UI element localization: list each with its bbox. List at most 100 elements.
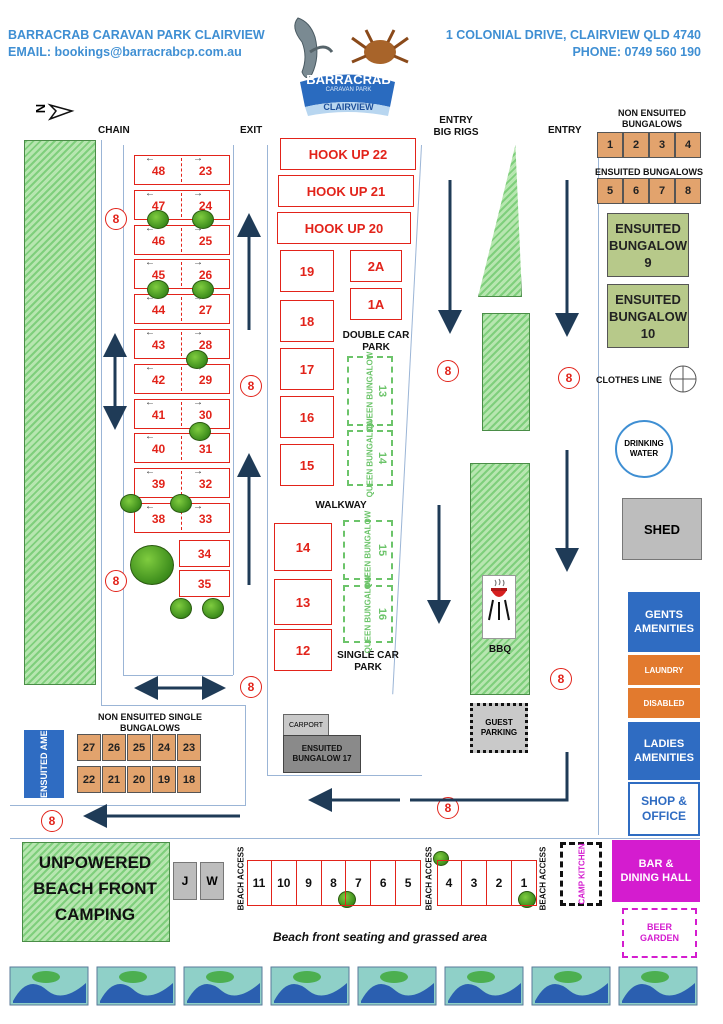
beer-garden[interactable]: BEER GARDEN	[622, 908, 697, 958]
beach-site-11[interactable]: 11	[247, 861, 272, 905]
site-38[interactable]: 38	[151, 512, 166, 526]
beach-site-5[interactable]: 5	[396, 861, 421, 905]
site-26[interactable]: 26	[198, 268, 213, 282]
single-bungalow-18[interactable]: 18	[177, 766, 201, 793]
hookup-22[interactable]: HOOK UP 22	[280, 138, 416, 170]
email-contact[interactable]: EMAIL: bookings@barracrabcp.com.au	[8, 45, 242, 59]
site-31[interactable]: 31	[198, 442, 213, 456]
bungalow-5[interactable]: 5	[597, 178, 623, 204]
laundry[interactable]: LAUNDRY	[628, 655, 700, 685]
carport: CARPORT	[283, 714, 329, 736]
single-bungalow-23[interactable]: 23	[177, 734, 201, 761]
camp-kitchen[interactable]: CAMP KITCHEN	[560, 842, 602, 906]
bungalow-8[interactable]: 8	[675, 178, 701, 204]
site-41[interactable]: 41	[151, 408, 166, 422]
site-43[interactable]: 43	[151, 338, 166, 352]
site-48[interactable]: 48	[151, 164, 166, 178]
site-30[interactable]: 30	[198, 408, 213, 422]
site-pair-row: 46←25→	[134, 223, 230, 255]
disabled-amenities[interactable]: DISABLED	[628, 688, 700, 718]
clothes-line-label: CLOTHES LINE	[596, 375, 663, 385]
walkway-label: WALKWAY	[315, 500, 367, 511]
site-24[interactable]: 24	[198, 199, 213, 213]
queen-label: QUEEN BUNGALOW	[365, 418, 375, 498]
tree	[170, 598, 192, 619]
site-14[interactable]: 14	[274, 523, 332, 571]
site-15[interactable]: 15	[280, 444, 334, 486]
beach-site-3[interactable]: 3	[462, 861, 487, 905]
site-13[interactable]: 13	[274, 579, 332, 625]
single-bungalow-26[interactable]: 26	[102, 734, 126, 761]
site-33[interactable]: 33	[198, 512, 213, 526]
ensuited-bungalow-17[interactable]: ENSUITED BUNGALOW 17	[283, 735, 361, 773]
tree	[189, 422, 211, 441]
single-bungalow-24[interactable]: 24	[152, 734, 176, 761]
site-23[interactable]: 23	[198, 164, 213, 178]
site-17[interactable]: 17	[280, 348, 334, 390]
unpowered-camping-area[interactable]	[22, 842, 170, 942]
hookup-20[interactable]: HOOK UP 20	[277, 212, 411, 244]
ensuited-amenities[interactable]: ENSUITED AMENITIES	[24, 701, 64, 798]
beach-site-9[interactable]: 9	[297, 861, 322, 905]
j-block[interactable]: J	[173, 862, 197, 900]
site-46[interactable]: 46	[151, 234, 166, 248]
green-strip-center	[482, 313, 530, 431]
beach-site-7[interactable]: 7	[346, 861, 372, 905]
site-1a[interactable]: 1A	[350, 288, 402, 320]
gents-amenities[interactable]: GENTS AMENITIES	[628, 592, 700, 652]
beach-site-6[interactable]: 6	[371, 861, 397, 905]
site-45[interactable]: 45	[151, 268, 166, 282]
bungalow-2[interactable]: 2	[623, 132, 649, 158]
site-25[interactable]: 25	[198, 234, 213, 248]
site-32[interactable]: 32	[198, 477, 213, 491]
site-42[interactable]: 42	[151, 373, 166, 387]
footer-logo-strip	[8, 963, 708, 1008]
hookup-21[interactable]: HOOK UP 21	[278, 175, 414, 207]
site-28[interactable]: 28	[198, 338, 213, 352]
single-bungalow-20[interactable]: 20	[127, 766, 151, 793]
bungalow-6[interactable]: 6	[623, 178, 649, 204]
site-34[interactable]: 34	[179, 540, 230, 567]
phone-contact[interactable]: PHONE: 0749 560 190	[572, 45, 701, 59]
arrow-left-icon: ←	[145, 153, 155, 164]
bungalow-7[interactable]: 7	[649, 178, 675, 204]
site-18[interactable]: 18	[280, 300, 334, 342]
ensuited-bungalow-10[interactable]: ENSUITED BUNGALOW 10	[607, 284, 689, 348]
beach-site-10[interactable]: 10	[272, 861, 297, 905]
beach-site-2[interactable]: 2	[487, 861, 512, 905]
beach-site-8[interactable]: 8	[322, 861, 347, 905]
single-bungalow-27[interactable]: 27	[77, 734, 101, 761]
shop-and-office[interactable]: SHOP & OFFICE	[628, 782, 700, 836]
w-block[interactable]: W	[200, 862, 224, 900]
drinking-water[interactable]: DRINKING WATER	[615, 420, 673, 478]
site-19[interactable]: 19	[280, 250, 334, 292]
single-bungalow-25[interactable]: 25	[127, 734, 151, 761]
guest-parking[interactable]: GUEST PARKING	[470, 703, 528, 753]
beach-site-4[interactable]: 4	[437, 861, 462, 905]
bungalow-1[interactable]: 1	[597, 132, 623, 158]
site-35[interactable]: 35	[179, 570, 230, 597]
site-27[interactable]: 27	[198, 303, 213, 317]
site-44[interactable]: 44	[151, 303, 166, 317]
beach-site-1[interactable]: 1	[512, 861, 537, 905]
shed[interactable]: SHED	[622, 498, 702, 560]
site-40[interactable]: 40	[151, 442, 166, 456]
bungalow-4[interactable]: 4	[675, 132, 701, 158]
single-bungalow-19[interactable]: 19	[152, 766, 176, 793]
site-39[interactable]: 39	[151, 477, 166, 491]
ladies-amenities[interactable]: LADIES AMENITIES	[628, 722, 700, 780]
site-29[interactable]: 29	[198, 373, 213, 387]
single-bungalow-21[interactable]: 21	[102, 766, 126, 793]
site-16[interactable]: 16	[280, 396, 334, 438]
site-47[interactable]: 47	[151, 199, 166, 213]
bungalow-3[interactable]: 3	[649, 132, 675, 158]
site-2a[interactable]: 2A	[350, 250, 402, 282]
bar-and-dining-hall[interactable]: BAR & DINING HALL	[612, 840, 700, 902]
single-bungalow-22[interactable]: 22	[77, 766, 101, 793]
ensuited-bungalow-9[interactable]: ENSUITED BUNGALOW 9	[607, 213, 689, 277]
site-12[interactable]: 12	[274, 629, 332, 671]
